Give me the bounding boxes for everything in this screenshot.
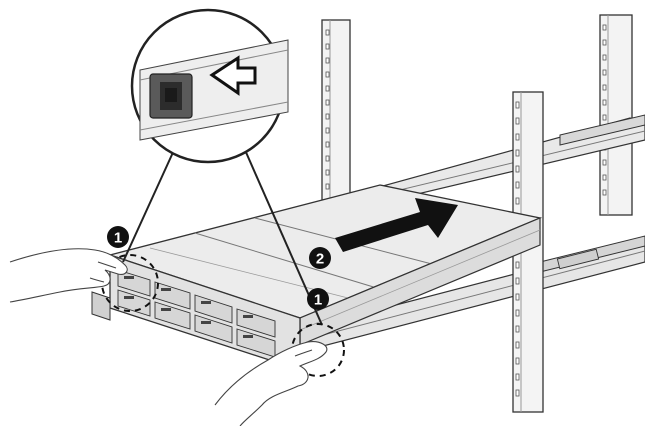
rack-ear-left [91, 291, 111, 321]
callout-label: 1 [314, 292, 322, 309]
drive-bay-handles [124, 276, 253, 338]
callout-latch-left: 1 [107, 226, 129, 248]
callout-label: 2 [316, 251, 324, 268]
rack-post-rear-left [321, 19, 351, 201]
rack-post-rear-right [599, 14, 633, 216]
callout-push-arrow: 2 [309, 247, 331, 269]
arrow-right-icon [335, 198, 458, 252]
hand-icon [9, 248, 128, 303]
latch-icon [149, 73, 193, 119]
callout-label: 1 [114, 230, 122, 247]
slide-rail-lower [299, 235, 645, 353]
callout-latch-right: 1 [307, 288, 329, 310]
latch-detail-magnifier [122, 8, 323, 326]
arrow-left-icon [209, 55, 257, 96]
latch-highlight-left [101, 254, 159, 312]
hand-icon-right [214, 341, 328, 426]
